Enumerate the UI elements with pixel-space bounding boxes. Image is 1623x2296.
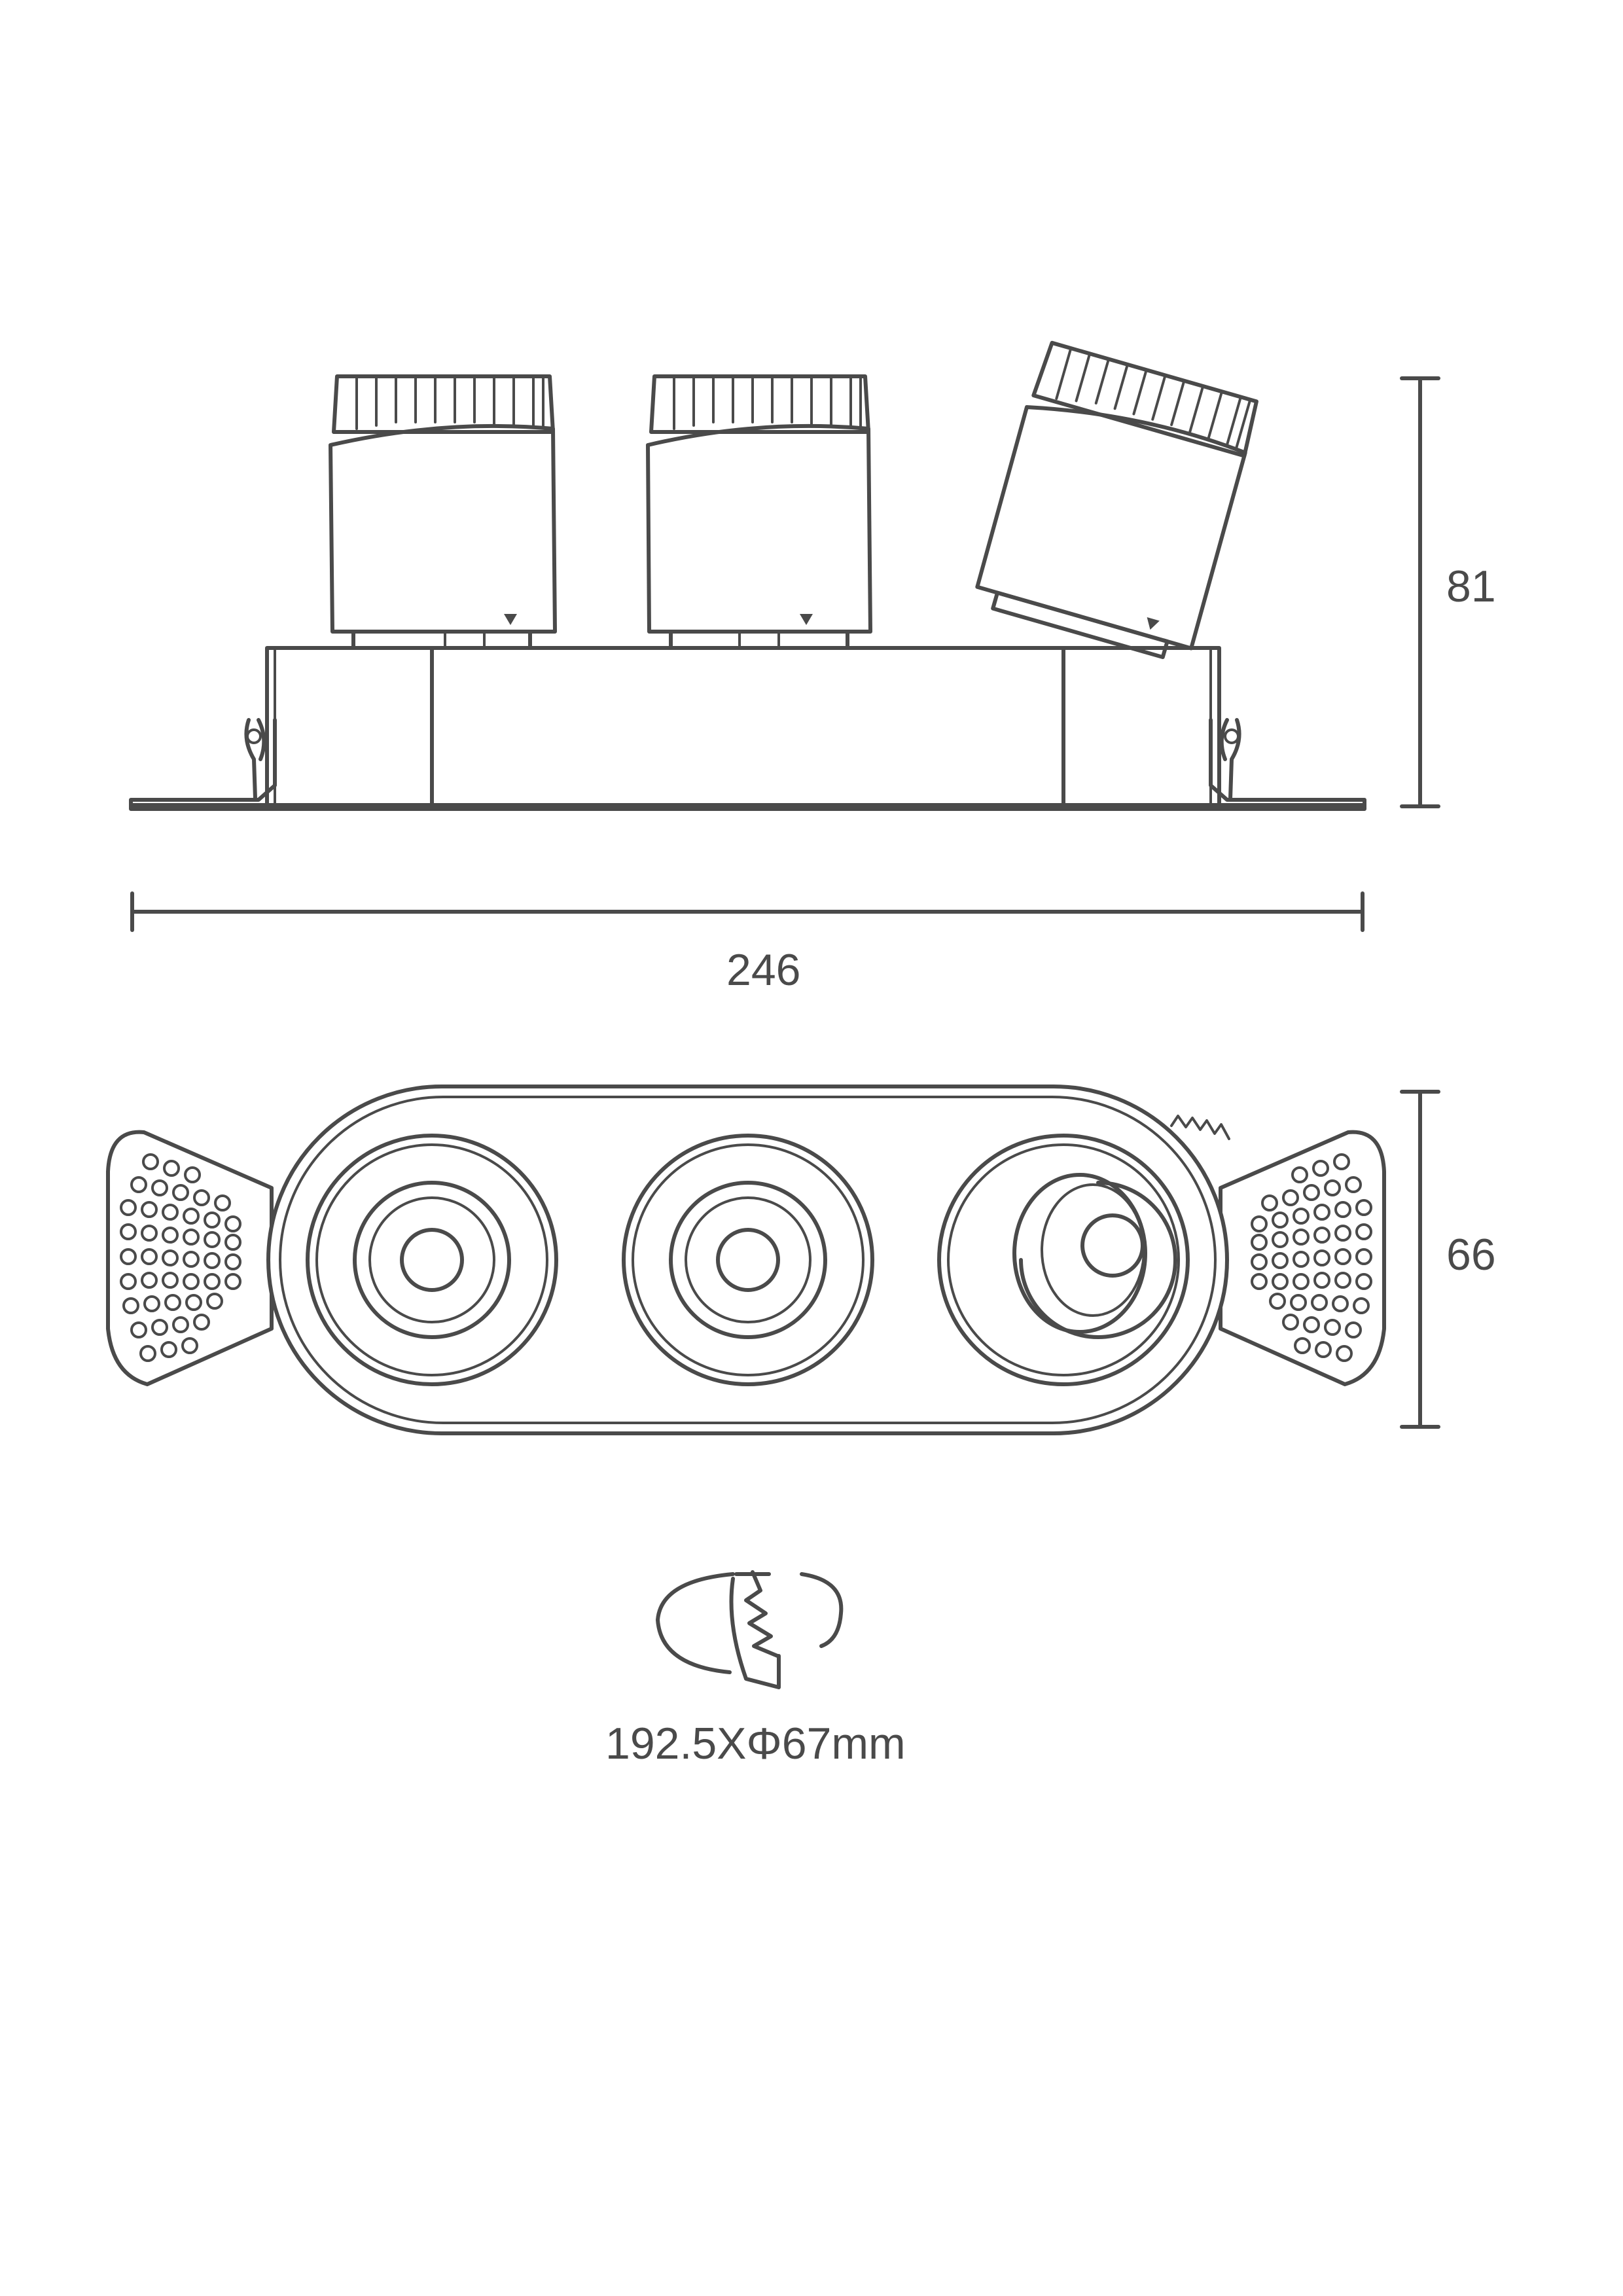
spring-clip-right: [1219, 718, 1241, 800]
ceiling-cutout-icon: [656, 1570, 844, 1689]
width-dimension: [130, 891, 1364, 932]
spring-wing-right: [1219, 1130, 1386, 1386]
base-flange: [129, 718, 1366, 811]
lens-1: [306, 1134, 558, 1386]
trim-frame-inner: [279, 1096, 1217, 1424]
ratchet-teeth: [1170, 1115, 1230, 1140]
lens-2: [622, 1134, 874, 1386]
spring-clip-left: [244, 718, 266, 800]
front-view: [106, 1085, 1386, 1435]
side-view: [129, 340, 1366, 811]
cutout-label: 192.5XΦ67mm: [605, 1719, 906, 1768]
height-label: 81: [1446, 562, 1496, 611]
lens-3-tilted: [937, 1134, 1190, 1386]
lamp-head-1: [329, 374, 557, 650]
height-dimension: [1400, 376, 1440, 808]
lamp-head-3-tilted: [975, 340, 1258, 660]
housing-body: [265, 646, 1221, 807]
depth-dimension: [1400, 1090, 1440, 1429]
depth-label: 66: [1446, 1230, 1496, 1280]
lamp-head-2: [646, 374, 872, 650]
width-label: 246: [726, 945, 801, 995]
spring-wing-left: [106, 1130, 274, 1386]
